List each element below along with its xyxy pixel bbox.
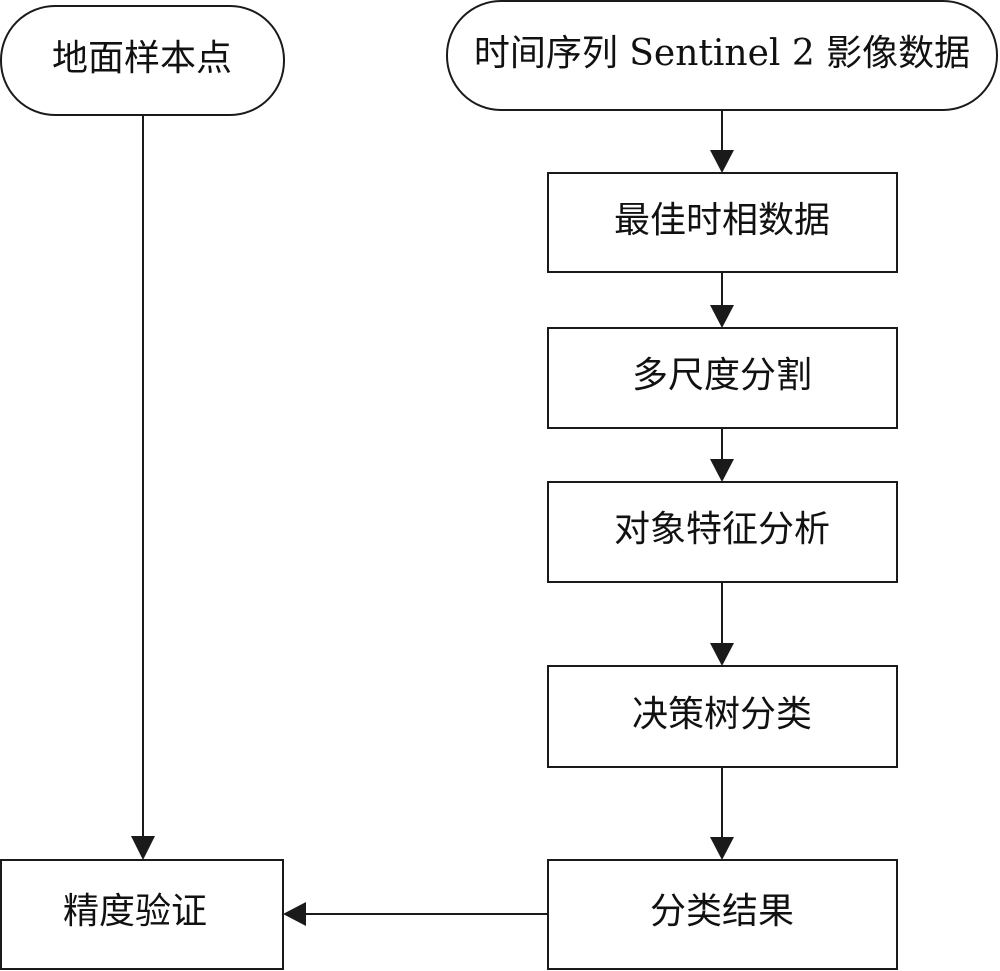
node-ground-samples: 地面样本点 [0,5,285,116]
node-validation: 精度验证 [0,859,284,970]
node-segmentation: 多尺度分割 [547,327,898,429]
arrow-head [710,459,734,482]
node-feature-analysis: 对象特征分析 [547,481,898,583]
connectors [131,110,734,926]
arrow-head [131,836,155,860]
node-label: 分类结果 [650,891,794,932]
node-label: 决策树分类 [632,694,812,735]
node-best-phase: 最佳时相数据 [547,172,898,273]
node-label: 地面样本点 [52,38,232,79]
node-label: 多尺度分割 [632,355,812,396]
node-label: 时间序列 Sentinel 2 影像数据 [474,33,970,74]
arrow-head [710,837,734,860]
node-sentinel-data: 时间序列 Sentinel 2 影像数据 [446,0,998,111]
arrow-head [710,150,734,173]
node-label: 对象特征分析 [614,509,830,550]
node-decision-tree: 决策树分类 [547,665,898,768]
node-label: 最佳时相数据 [614,200,830,241]
arrow-head [710,643,734,666]
node-result: 分类结果 [547,859,898,970]
arrow-head [283,902,306,926]
arrow-head [710,305,734,328]
node-label: 精度验证 [63,891,207,932]
